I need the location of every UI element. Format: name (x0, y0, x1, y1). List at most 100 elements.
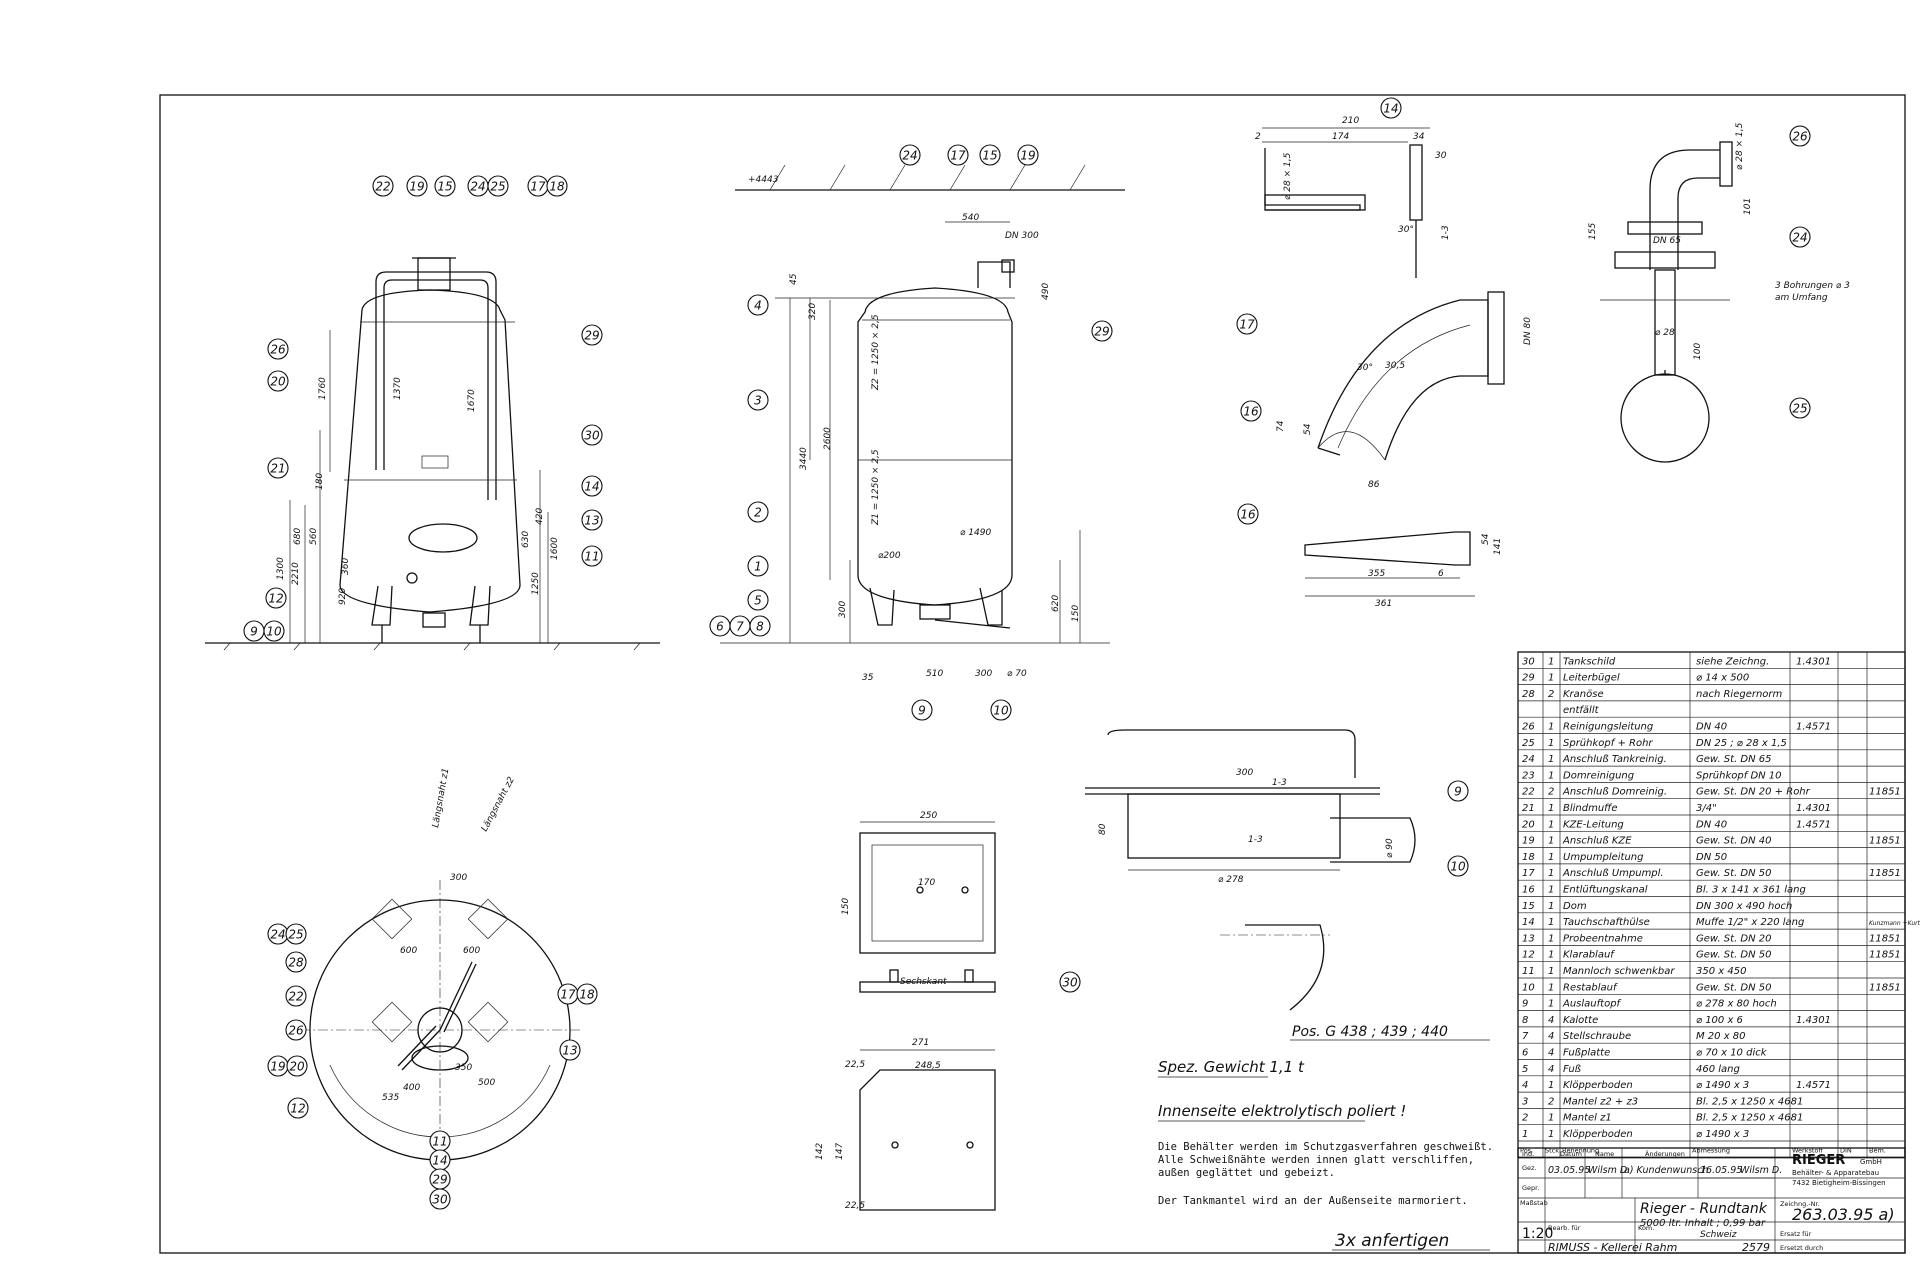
parts-cell-pos: 14 (1522, 917, 1535, 928)
parts-cell-qty: 1 (1548, 803, 1554, 814)
side-label: Bearb. für (1548, 1224, 1581, 1232)
callout-bubble: 25 (1789, 397, 1811, 419)
callout-label: 6 (716, 620, 724, 634)
callout-circle (559, 1039, 581, 1061)
callout-label: 22 (375, 180, 390, 194)
detail-30-dims: 250 170 150 271 248,5 22,5 142 147 22,5 … (815, 811, 947, 1211)
callout-label: 13 (584, 514, 599, 528)
callout-bubble: 24 (267, 923, 289, 945)
parts-cell-spec: DN 300 x 490 hoch (1696, 901, 1792, 912)
parts-cell-name: Probeentnahme (1563, 933, 1643, 944)
parts-cell-material: 1.4571 (1796, 722, 1831, 733)
dim-text: ⌀ 278 (1218, 875, 1244, 885)
dim-text: 1250 (531, 572, 541, 595)
dim-text: 361 (1375, 599, 1392, 609)
weld-label: Schweiz (1700, 1230, 1737, 1240)
callout-label: 19 (270, 1060, 285, 1074)
callout-label: 5 (754, 594, 762, 608)
callout-bubble: 25 (285, 923, 307, 945)
callout-circle (429, 1188, 451, 1210)
title-block: Ind. Gez. Gepr. Maßstab Bearb. für Kom. … (1517, 1147, 1906, 1254)
parts-cell-pos: 3 (1522, 1096, 1528, 1107)
callout-label: 22 (288, 990, 303, 1004)
dim-text: ⌀ 70 (1007, 669, 1027, 679)
callout-circle (747, 555, 769, 577)
callout-label: 1 (754, 560, 762, 574)
parts-cell-material: 1.4571 (1796, 1080, 1831, 1091)
callout-label: 25 (1792, 402, 1807, 416)
parts-cell-spec: 350 x 450 (1696, 966, 1746, 977)
parts-cell-spec: ⌀ 278 x 80 hoch (1696, 999, 1777, 1010)
parts-header-cell: Werkstoff (1792, 1146, 1823, 1154)
callout-label: 18 (549, 180, 565, 194)
callout-label: 29 (584, 329, 599, 343)
parts-cell-pos: 22 (1522, 787, 1535, 798)
dim-text: 360 (341, 558, 351, 575)
callout-label: 28 (288, 956, 304, 970)
callout-circle (287, 1097, 309, 1119)
parts-cell-spec: Bl. 3 x 141 x 361 lang (1696, 885, 1806, 896)
change-date-2: 16.05.95 (1700, 1165, 1742, 1176)
company-line-2: 7432 Bietigheim-Bissingen (1792, 1179, 1886, 1187)
parts-cell-qty: 1 (1548, 917, 1554, 928)
dim-text: 35 (862, 673, 874, 683)
drawing-number: 263.03.95 a) (1792, 1205, 1895, 1224)
parts-cell-name: Mantel z2 + z3 (1563, 1096, 1638, 1107)
weld-note-1: Die Behälter werden im Schutzgasverfahre… (1158, 1141, 1493, 1153)
parts-cell-qty: 4 (1548, 1015, 1554, 1026)
parts-cell-note: Kunzmann +Kurtz (1869, 920, 1920, 927)
parts-cell-spec: ⌀ 70 x 10 dick (1696, 1048, 1768, 1059)
callout-label: 11 (584, 550, 599, 564)
callout-label: 17 (530, 180, 546, 194)
dim-text: 74 (1276, 420, 1286, 432)
callout-circle (434, 175, 456, 197)
notes: Pos. G 438 ; 439 ; 440 Spez. Gewicht 1,1… (1158, 1024, 1493, 1251)
parts-cell-spec: Gew. St. DN 20 + Rohr (1696, 787, 1811, 798)
dim-text: ⌀ 28 (1655, 328, 1675, 338)
parts-cell-qty: 1 (1548, 885, 1554, 896)
dim-text: 248,5 (915, 1061, 941, 1071)
parts-header-cell: Abmessung (1692, 1146, 1730, 1154)
dim-text: 300 (975, 669, 992, 679)
front-dims: 1760 1370 1670 180 680 560 1300 2210 360… (276, 377, 560, 605)
callout-label: 24 (470, 180, 485, 194)
parts-cell-note: 11851 (1869, 868, 1901, 879)
parts-cell-pos: 4 (1522, 1080, 1528, 1091)
parts-cell-pos: 29 (1522, 673, 1535, 684)
dim-text: 1300 (276, 557, 286, 580)
callout-bubble: 30 (581, 424, 603, 446)
callout-label: 10 (266, 625, 282, 639)
parts-cell-pos: 10 (1522, 982, 1535, 993)
dim-text: 350 (455, 1063, 472, 1073)
parts-cell-spec: Muffe 1/2" x 220 lang (1696, 917, 1804, 928)
callout-label: 29 (432, 1173, 447, 1187)
callout-circle (1237, 503, 1259, 525)
parts-cell-name: Leiterbügel (1563, 673, 1620, 684)
callout-label: 26 (1792, 130, 1808, 144)
callout-circle (1789, 125, 1811, 147)
callout-bubble: 21 (267, 457, 289, 479)
dim-text: 540 (962, 213, 979, 223)
callout-label: 15 (437, 180, 452, 194)
dim-text: 3440 (799, 447, 809, 470)
weld-note-2: Alle Schweißnähte werden innen glatt ver… (1158, 1154, 1474, 1166)
callout-label: 19 (409, 180, 424, 194)
callout-bubble: 5 (747, 589, 769, 611)
dim-text: 600 (400, 946, 417, 956)
callout-label: 19 (1020, 149, 1035, 163)
ersatz-label-1: Ersatz für (1780, 1230, 1812, 1238)
parts-row: entfällt (1518, 705, 1905, 718)
detail-17: DN 80 30° 30,5 74 54 86 (1276, 291, 1533, 490)
callout-bubble: 25 (487, 175, 509, 197)
parts-cell-qty: 1 (1548, 819, 1554, 830)
callout-circle (979, 144, 1001, 166)
callout-circle (285, 1019, 307, 1041)
